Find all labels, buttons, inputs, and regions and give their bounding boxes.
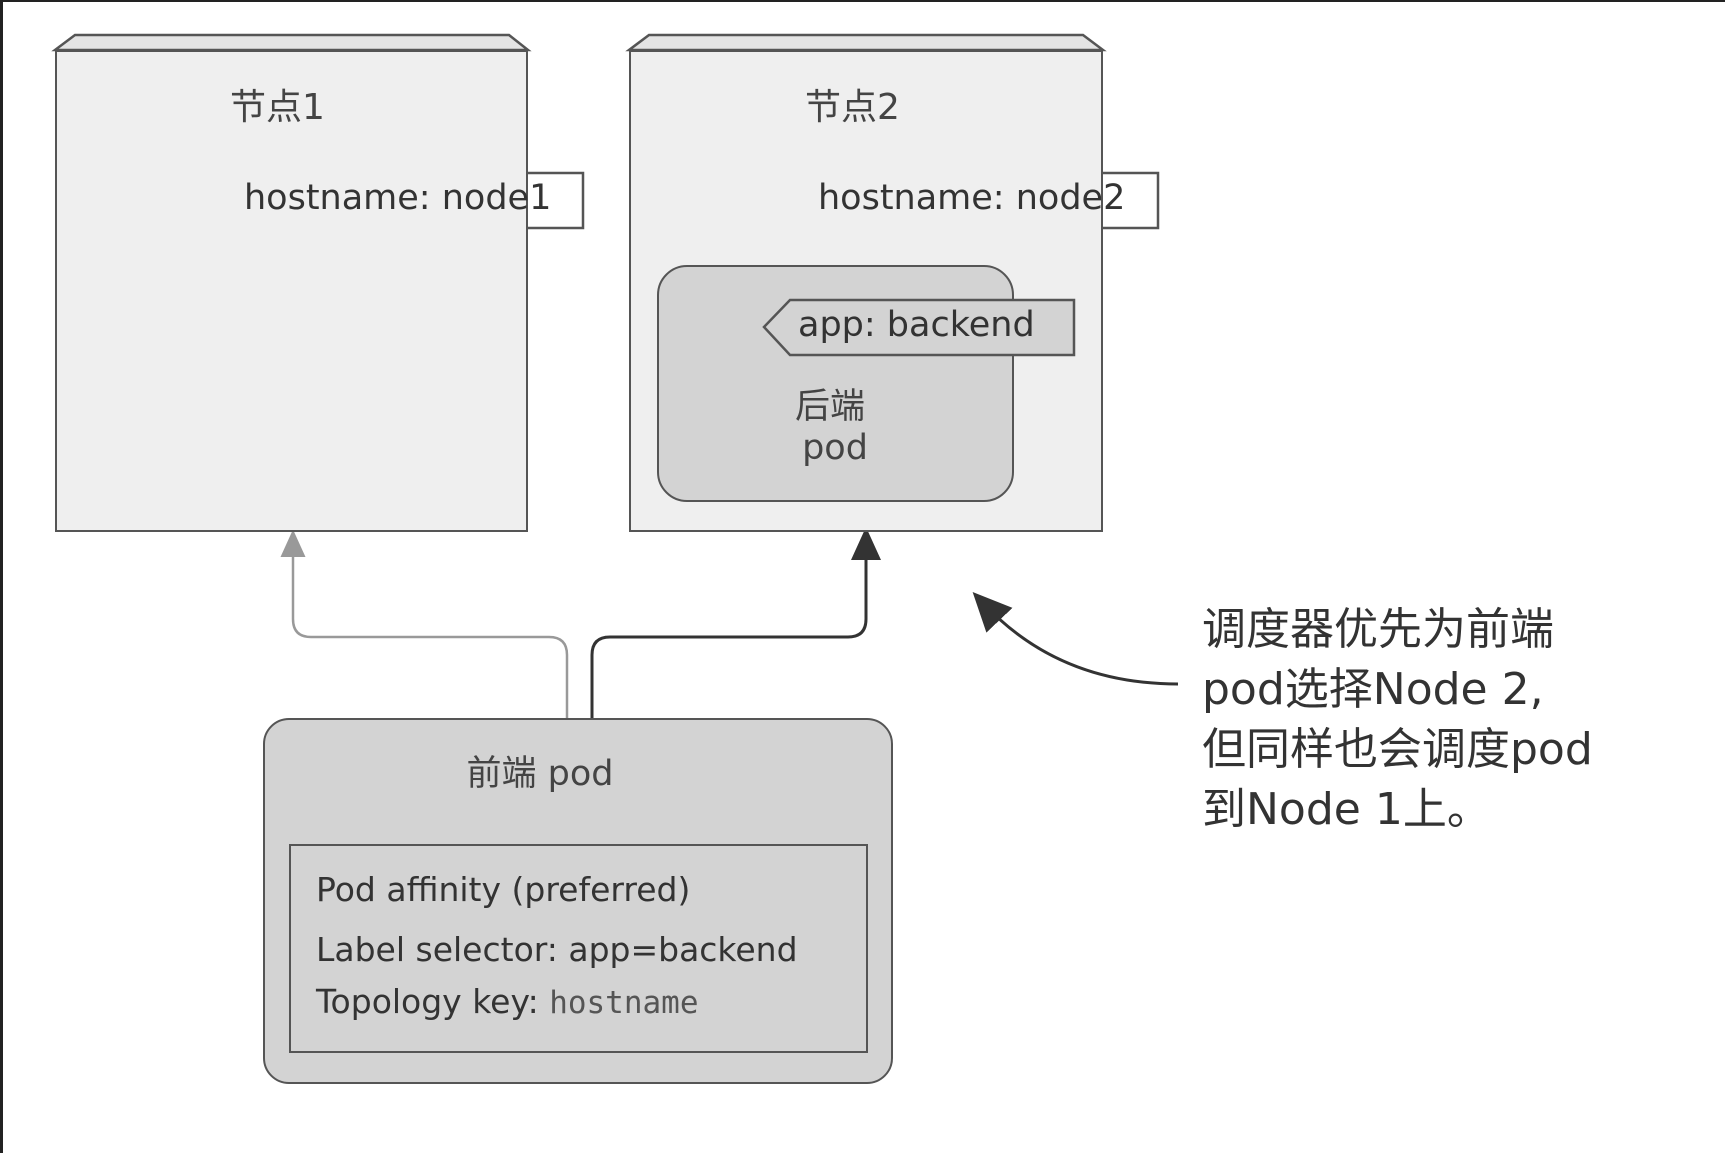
annotation-arrow <box>972 591 1179 686</box>
node1-title: 节点1 <box>230 87 325 128</box>
affinity-title: Pod affinity (preferred) <box>316 870 691 909</box>
node2-title: 节点2 <box>805 87 900 128</box>
topology-key-label: Topology key: <box>316 982 550 1021</box>
connector-to-node1 <box>280 529 569 718</box>
node2-bevel <box>625 33 1107 52</box>
backend-app-label: app: backend <box>798 305 1035 345</box>
node1-bevel <box>51 33 532 52</box>
affinity-topology-key: Topology key: hostname <box>316 982 699 1021</box>
backend-pod-title-line2: pod <box>802 428 868 468</box>
node2-hostname-label: hostname: node2 <box>818 178 1126 218</box>
frame-left-border <box>0 0 3 1153</box>
annotation-line-3: 但同样也会调度pod <box>1202 724 1593 775</box>
frontend-pod-title: 前端 pod <box>466 754 614 794</box>
annotation-line-2: pod选择Node 2, <box>1202 664 1544 715</box>
scheduler-annotation: 调度器优先为前端 pod选择Node 2, 但同样也会调度pod 到Node 1… <box>1202 600 1593 840</box>
affinity-label-selector: Label selector: app=backend <box>316 930 798 969</box>
annotation-line-4: 到Node 1上。 <box>1202 784 1491 835</box>
annotation-line-1: 调度器优先为前端 <box>1202 604 1554 655</box>
pod-affinity-box <box>289 844 868 1053</box>
node1-hostname-label: hostname: node1 <box>244 178 552 218</box>
backend-pod-title-line1: 后端 <box>794 387 865 427</box>
topology-key-value: hostname <box>549 985 699 1021</box>
frame-top-border <box>0 0 1725 2</box>
node1-box <box>55 50 528 532</box>
connector-to-node2 <box>590 527 881 718</box>
